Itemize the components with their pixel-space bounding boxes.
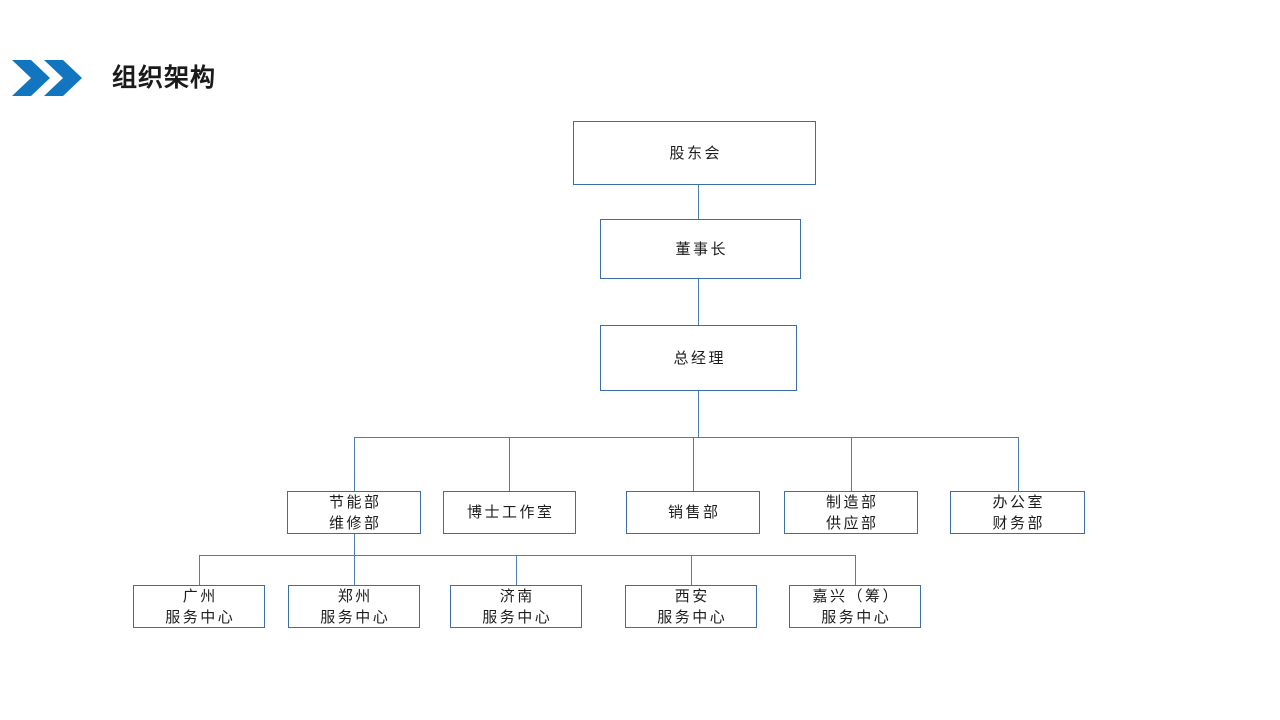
org-node-dept-energy-maintenance[interactable]: 节能部 维修部 xyxy=(287,491,421,534)
org-node-label: 董事长 xyxy=(675,239,728,258)
page-header: 组织架构 xyxy=(0,0,1280,120)
org-node-dept-manufacturing-supply[interactable]: 制造部 供应部 xyxy=(784,491,918,534)
connector-bus-to-dept-energy xyxy=(353,437,355,491)
org-node-dept-office-finance[interactable]: 办公室 财务部 xyxy=(950,491,1085,534)
connector-bus-to-dept-manufacturing xyxy=(850,437,852,491)
org-node-label: 节能部 xyxy=(328,492,382,511)
org-node-dept-doctor-studio[interactable]: 博士工作室 xyxy=(443,491,576,534)
org-node-center-jinan[interactable]: 济南 服务中心 xyxy=(450,585,582,628)
org-node-label: 嘉兴（筹） xyxy=(812,586,900,605)
connector-bus-to-center-jinan xyxy=(515,555,517,585)
org-node-label: 博士工作室 xyxy=(466,503,555,521)
connector-shareholders-chairman xyxy=(697,185,699,219)
connector-chairman-gm xyxy=(697,279,699,325)
org-node-label: 服务中心 xyxy=(320,607,391,626)
connector-bus-to-center-jiaxing xyxy=(854,555,856,585)
chevron-right-icon xyxy=(12,60,50,96)
org-node-label: 制造部 xyxy=(825,492,879,511)
double-chevron-logo xyxy=(12,60,88,96)
page-title: 组织架构 xyxy=(112,63,217,92)
connector-energy-dept-trunk xyxy=(353,534,355,555)
connector-bus-to-dept-sales xyxy=(692,437,694,491)
connector-gm-trunk xyxy=(697,391,699,437)
org-node-label: 服务中心 xyxy=(821,607,892,626)
connector-bus-to-dept-doctor xyxy=(508,437,510,491)
connector-bus-to-center-guangzhou xyxy=(198,555,200,585)
org-node-label: 服务中心 xyxy=(482,607,553,626)
org-node-label: 办公室 xyxy=(992,492,1045,511)
connector-bus-to-dept-office xyxy=(1017,437,1019,491)
org-node-label: 销售部 xyxy=(667,503,721,521)
org-node-label: 广州 xyxy=(182,586,218,605)
org-node-label: 总经理 xyxy=(673,348,726,367)
chevron-right-icon xyxy=(44,60,82,96)
org-node-label: 股东会 xyxy=(669,143,722,162)
org-node-label: 财务部 xyxy=(992,513,1045,532)
org-node-label: 西安 xyxy=(674,586,710,605)
org-node-center-jiaxing[interactable]: 嘉兴（筹） 服务中心 xyxy=(789,585,921,628)
org-node-chairman[interactable]: 董事长 xyxy=(600,219,801,279)
connector-service-center-bus xyxy=(199,554,855,556)
org-node-label: 济南 xyxy=(499,586,535,605)
org-node-center-guangzhou[interactable]: 广州 服务中心 xyxy=(133,585,265,628)
org-node-label: 服务中心 xyxy=(165,607,236,626)
connector-bus-to-center-xian xyxy=(690,555,692,585)
connector-department-bus xyxy=(354,436,1019,438)
org-node-center-zhengzhou[interactable]: 郑州 服务中心 xyxy=(288,585,420,628)
org-node-shareholders[interactable]: 股东会 xyxy=(573,121,816,185)
org-node-general-manager[interactable]: 总经理 xyxy=(600,325,797,391)
org-node-center-xian[interactable]: 西安 服务中心 xyxy=(625,585,757,628)
org-node-label: 服务中心 xyxy=(657,607,728,626)
org-node-label: 郑州 xyxy=(337,586,373,605)
org-node-dept-sales[interactable]: 销售部 xyxy=(626,491,760,534)
org-node-label: 维修部 xyxy=(328,513,382,532)
org-node-label: 供应部 xyxy=(825,513,879,532)
connector-bus-to-center-zhengzhou xyxy=(353,555,355,585)
